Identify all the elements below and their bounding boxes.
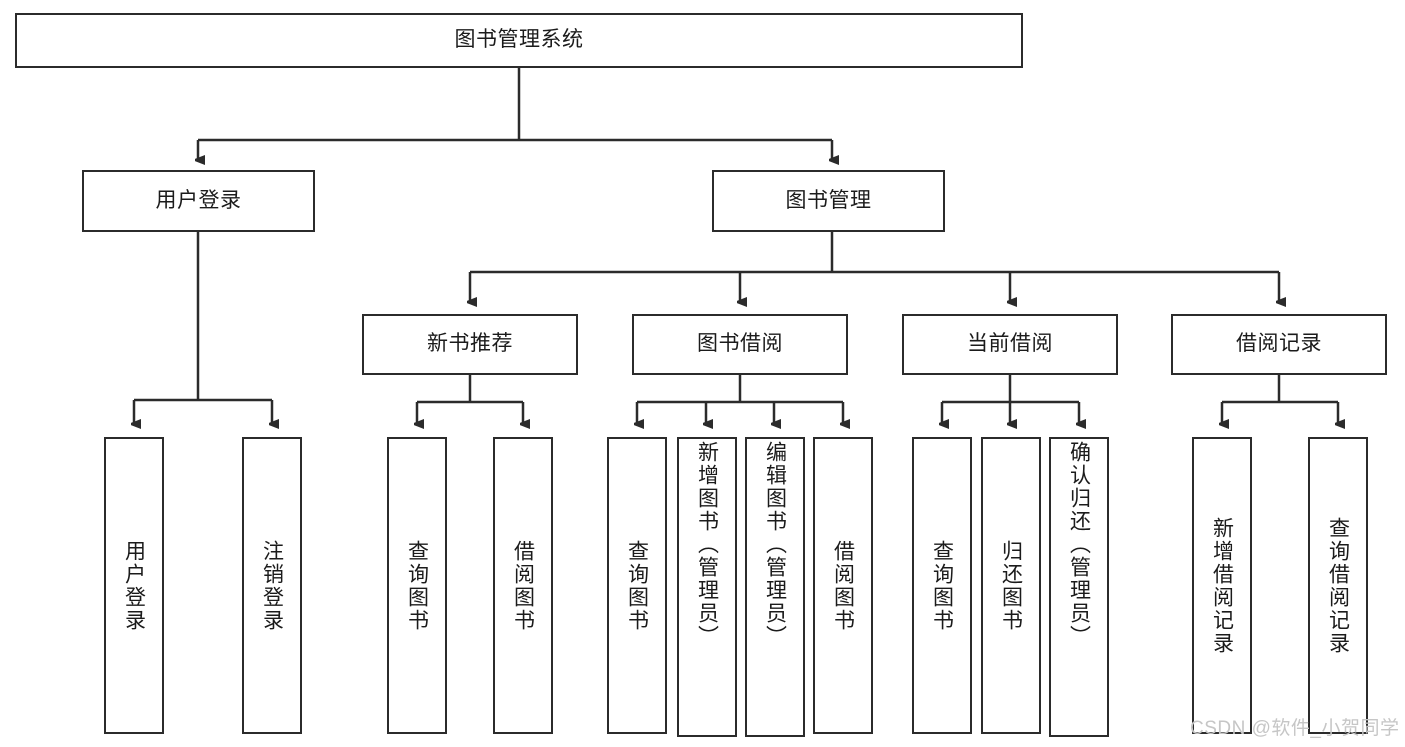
node-new-book-recommend[interactable]: 新书推荐 [362,314,578,375]
node-label: 新增图书（管理员） [695,441,719,648]
leaf-confirm-return-admin[interactable]: 确认归还（管理员） [1049,437,1109,737]
node-label: 用户登录 [155,188,242,212]
node-current-borrow[interactable]: 当前借阅 [902,314,1118,375]
leaf-add-book-admin[interactable]: 新增图书（管理员） [677,437,737,737]
node-user-login[interactable]: 用户登录 [82,170,315,232]
node-label: 新书推荐 [427,332,513,356]
leaf-add-borrow-record[interactable]: 新增借阅记录 [1192,437,1252,734]
leaf-query-book-recommend[interactable]: 查询图书 [387,437,447,734]
node-label: 图书管理 [785,188,872,212]
leaf-query-borrow-record[interactable]: 查询借阅记录 [1308,437,1368,734]
node-label: 查询借阅记录 [1326,516,1350,655]
node-label: 借阅记录 [1236,332,1322,356]
node-label: 归还图书 [999,539,1023,632]
leaf-query-book-current[interactable]: 查询图书 [912,437,972,734]
node-label: 确认归还（管理员） [1067,441,1091,648]
node-label: 查询图书 [625,539,649,632]
node-label: 借阅图书 [511,539,535,632]
node-label: 当前借阅 [967,332,1053,356]
csdn-watermark: CSDN @软件_小贺同学 [1190,718,1400,739]
node-label: 借阅图书 [831,539,855,632]
leaf-edit-book-admin[interactable]: 编辑图书（管理员） [745,437,805,737]
node-borrow-record[interactable]: 借阅记录 [1171,314,1387,375]
leaf-borrow-book-recommend[interactable]: 借阅图书 [493,437,553,734]
node-root-system[interactable]: 图书管理系统 [15,13,1023,68]
node-label: 编辑图书（管理员） [763,441,787,648]
node-label: 注销登录 [260,539,284,632]
leaf-return-book[interactable]: 归还图书 [981,437,1041,734]
node-label: 图书借阅 [697,332,783,356]
node-book-management[interactable]: 图书管理 [712,170,945,232]
node-label: 查询图书 [405,539,429,632]
node-label: 查询图书 [930,539,954,632]
leaf-query-book-borrow[interactable]: 查询图书 [607,437,667,734]
node-book-borrow[interactable]: 图书借阅 [632,314,848,375]
leaf-user-login[interactable]: 用户登录 [104,437,164,734]
node-label: 用户登录 [122,539,146,632]
node-label: 图书管理系统 [454,28,584,52]
node-label: 新增借阅记录 [1210,516,1234,655]
leaf-borrow-book[interactable]: 借阅图书 [813,437,873,734]
leaf-logout-login[interactable]: 注销登录 [242,437,302,734]
